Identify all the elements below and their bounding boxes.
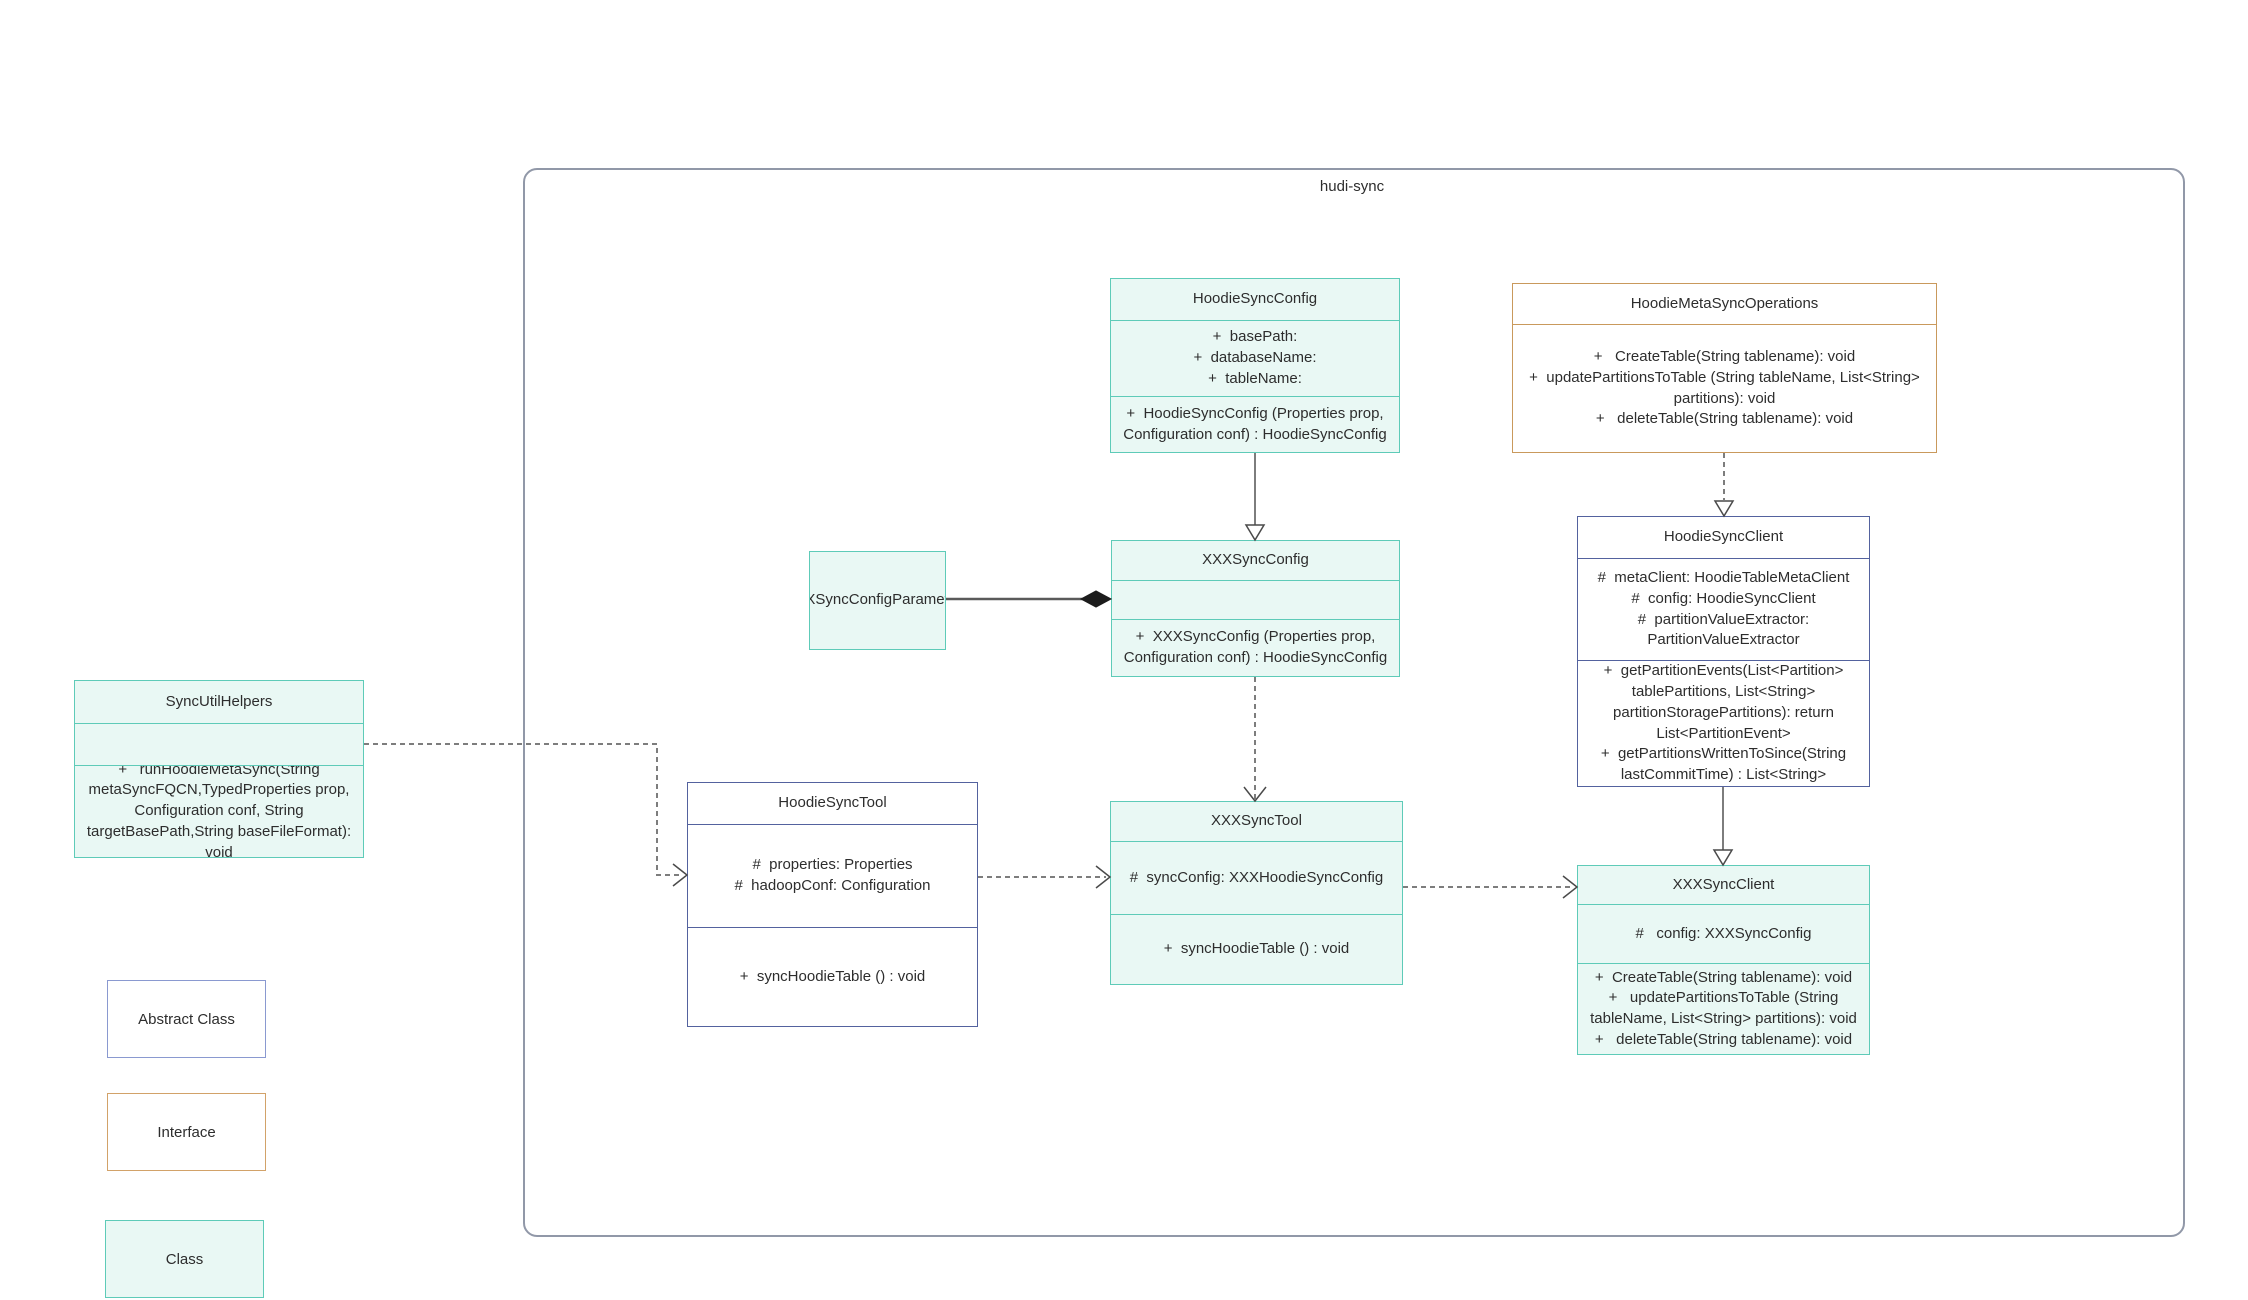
method-line: + getPartitionEvents(List<Partition> tab… bbox=[1603, 662, 1848, 742]
attr-line: # partitionValueExtractor: PartitionValu… bbox=[1637, 610, 1814, 649]
class-box-sync-util-helpers: SyncUtilHelpers + runHoodieMetaSync(Stri… bbox=[74, 680, 364, 858]
class-attributes: # metaClient: HoodieTableMetaClient # co… bbox=[1578, 558, 1869, 660]
hudi-sync-container bbox=[523, 168, 2185, 1237]
class-methods: + CreateTable(String tablename): void + … bbox=[1513, 324, 1936, 452]
class-box-hoodie-meta-sync-operations: HoodieMetaSyncOperations + CreateTable(S… bbox=[1512, 283, 1937, 453]
legend-label: Interface bbox=[157, 1123, 216, 1141]
class-title: SyncUtilHelpers bbox=[165, 692, 273, 710]
class-methods: + getPartitionEvents(List<Partition> tab… bbox=[1578, 660, 1869, 786]
class-box-xxx-sync-config-parameters: XXXSyncConfigParameters bbox=[809, 551, 946, 650]
class-box-xxx-sync-config: XXXSyncConfig + XXXSyncConfig (Propertie… bbox=[1111, 540, 1400, 677]
class-attributes: + basePath: + databaseName: + tableName: bbox=[1111, 320, 1399, 396]
class-title: HoodieSyncTool bbox=[778, 794, 887, 812]
class-title: HoodieSyncClient bbox=[1663, 528, 1784, 546]
attr-line: # config: XXXSyncConfig bbox=[1635, 924, 1812, 942]
class-methods: + CreateTable(String tablename): void + … bbox=[1578, 963, 1869, 1054]
class-attributes: # config: XXXSyncConfig bbox=[1578, 904, 1869, 963]
attr-line: + basePath: bbox=[1212, 328, 1298, 346]
class-attributes: # properties: Properties # hadoopConf: C… bbox=[688, 824, 977, 927]
class-methods: + syncHoodieTable () : void bbox=[1111, 914, 1402, 984]
class-attributes bbox=[75, 723, 363, 765]
legend-box-interface: Interface bbox=[107, 1093, 266, 1171]
class-methods: + XXXSyncConfig (Properties prop, Config… bbox=[1112, 619, 1399, 676]
method-line: + syncHoodieTable () : void bbox=[1163, 940, 1350, 958]
method-line: + runHoodieMetaSync(String metaSyncFQCN,… bbox=[86, 765, 356, 857]
class-box-hoodie-sync-client: HoodieSyncClient # metaClient: HoodieTab… bbox=[1577, 516, 1870, 787]
method-line: + updatePartitionsToTable (String tableN… bbox=[1590, 989, 1857, 1027]
method-line: + syncHoodieTable () : void bbox=[739, 967, 926, 985]
legend-label: Class bbox=[165, 1250, 204, 1268]
class-title: XXXSyncClient bbox=[1672, 875, 1775, 893]
class-box-hoodie-sync-config: HoodieSyncConfig + basePath: + databaseN… bbox=[1110, 278, 1400, 453]
class-methods: + runHoodieMetaSync(String metaSyncFQCN,… bbox=[75, 765, 363, 857]
class-title: HoodieMetaSyncOperations bbox=[1630, 294, 1819, 312]
class-methods: + HoodieSyncConfig (Properties prop, Con… bbox=[1111, 396, 1399, 452]
legend-box-class: Class bbox=[105, 1220, 264, 1298]
class-box-xxx-sync-tool: XXXSyncTool # syncConfig: XXXHoodieSyncC… bbox=[1110, 801, 1403, 985]
attr-line: # config: HoodieSyncClient bbox=[1631, 589, 1816, 607]
method-line: + getPartitionsWrittenToSince(String las… bbox=[1600, 745, 1851, 783]
method-line: + deleteTable(String tablename): void bbox=[1595, 410, 1854, 428]
method-line: + CreateTable(String tablename): void bbox=[1593, 348, 1856, 366]
attr-line: + databaseName: bbox=[1193, 349, 1317, 367]
class-title: XXXSyncTool bbox=[1211, 812, 1302, 830]
class-box-xxx-sync-client: XXXSyncClient # config: XXXSyncConfig + … bbox=[1577, 865, 1870, 1055]
container-label: hudi-sync bbox=[1319, 178, 1385, 195]
class-attributes: # syncConfig: XXXHoodieSyncConfig bbox=[1111, 841, 1402, 914]
attr-line: # syncConfig: XXXHoodieSyncConfig bbox=[1129, 868, 1384, 886]
method-line: + HoodieSyncConfig (Properties prop, Con… bbox=[1123, 404, 1388, 443]
class-title: XXXSyncConfigParameters bbox=[810, 591, 945, 609]
method-line: + deleteTable(String tablename): void bbox=[1594, 1030, 1853, 1048]
attr-line: # hadoopConf: Configuration bbox=[734, 877, 931, 894]
attr-line: # metaClient: HoodieTableMetaClient bbox=[1597, 569, 1850, 587]
method-line: + XXXSyncConfig (Properties prop, Config… bbox=[1123, 628, 1388, 666]
method-line: + CreateTable(String tablename): void bbox=[1594, 968, 1853, 986]
class-box-hoodie-sync-tool: HoodieSyncTool # properties: Properties … bbox=[687, 782, 978, 1027]
legend-box-abstract-class: Abstract Class bbox=[107, 980, 266, 1058]
class-title: XXXSyncConfig bbox=[1202, 551, 1309, 569]
attr-line: + tableName: bbox=[1208, 369, 1302, 387]
method-line: + updatePartitionsToTable (String tableN… bbox=[1529, 368, 1924, 407]
attr-line: # properties: Properties bbox=[752, 856, 913, 874]
class-methods: + syncHoodieTable () : void bbox=[688, 927, 977, 1026]
legend-label: Abstract Class bbox=[138, 1010, 235, 1028]
class-title: HoodieSyncConfig bbox=[1192, 290, 1318, 308]
class-attributes bbox=[1112, 580, 1399, 619]
